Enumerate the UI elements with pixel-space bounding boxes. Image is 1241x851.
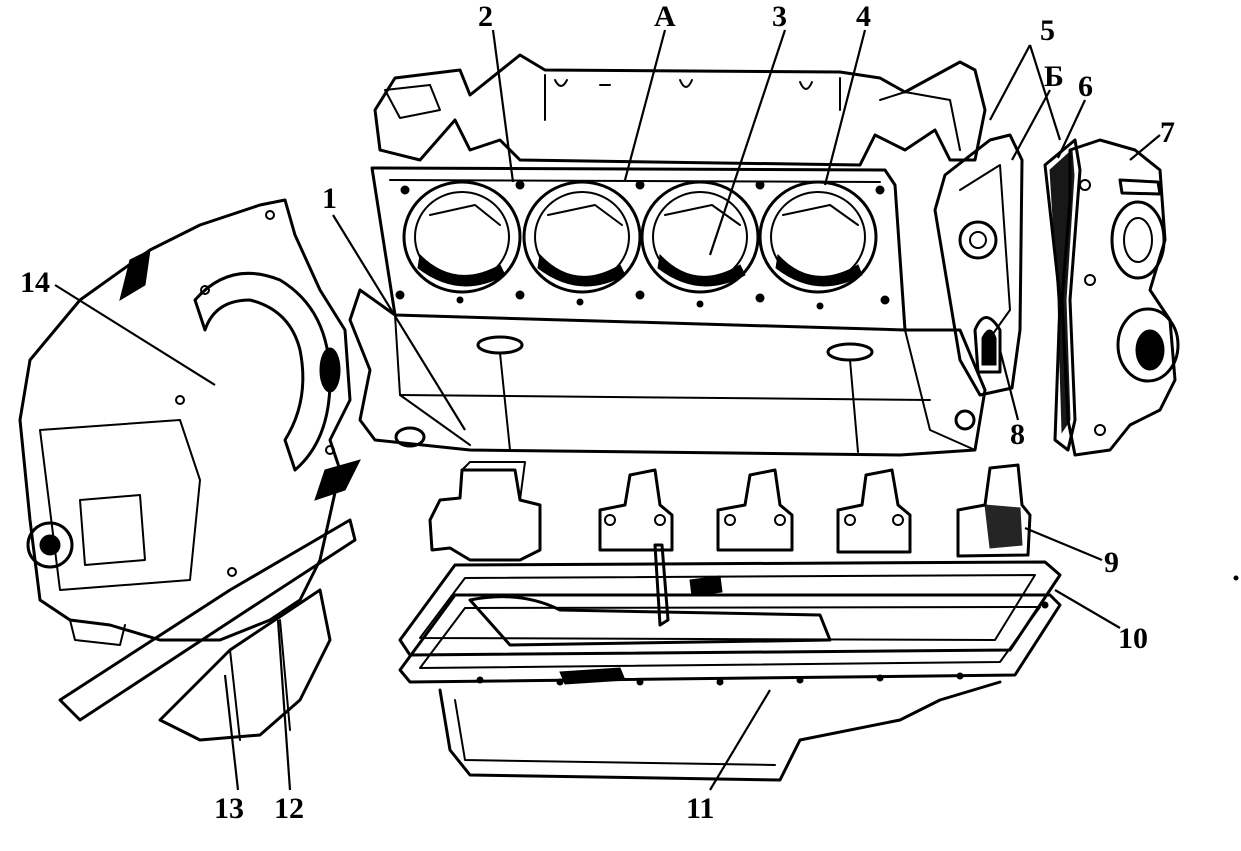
- callout-5: 5: [1040, 14, 1055, 47]
- callout-A: А: [654, 0, 676, 33]
- callout-4: 4: [856, 0, 871, 33]
- leader-5a: [989, 44, 1031, 121]
- callout-6: 6: [1078, 70, 1093, 103]
- leader-12: [276, 619, 292, 791]
- callout-2: 2: [478, 0, 493, 33]
- leader-2: [491, 29, 515, 183]
- cylinder-block: [348, 53, 987, 457]
- oil-pan-bolt-holes: [476, 601, 1049, 686]
- callout-labels: 1 2 А 3 4 5 Б 6 7 8 9 10 11 12 13 14: [20, 0, 1175, 825]
- callout-10: 10: [1118, 622, 1148, 655]
- callout-7: 7: [1160, 116, 1175, 149]
- callout-8: 8: [1010, 418, 1025, 451]
- head-bolt-holes: [395, 180, 890, 310]
- leader-lines: [54, 29, 1161, 791]
- flywheel-housing: [18, 198, 352, 646]
- leader-B: [1011, 89, 1051, 161]
- leader-10: [1054, 589, 1121, 629]
- cylinder-bore-4: [758, 180, 878, 294]
- leader-5b: [1028, 44, 1062, 141]
- timing-cover: [1060, 138, 1180, 457]
- leader-13: [223, 674, 240, 791]
- callout-11: 11: [686, 792, 714, 825]
- housing-lower-cover: [58, 459, 361, 742]
- front-plate: [933, 133, 1024, 397]
- leader-9: [1024, 526, 1103, 562]
- callout-14: 14: [20, 266, 50, 299]
- cylinder-bore-3: [640, 180, 760, 294]
- leader-A: [623, 29, 667, 181]
- callout-12: 12: [274, 792, 304, 825]
- callout-9: 9: [1104, 546, 1119, 579]
- cylinder-bore-2: [522, 180, 642, 294]
- leader-11: [709, 689, 771, 791]
- callout-13: 13: [214, 792, 244, 825]
- leader-1: [332, 214, 466, 431]
- leader-6: [1057, 99, 1086, 159]
- cylinder-bore-1: [402, 180, 522, 294]
- leader-14: [54, 284, 216, 386]
- leader-4: [823, 29, 867, 186]
- leader-7: [1129, 134, 1161, 161]
- callout-3: 3: [772, 0, 787, 33]
- callout-1: 1: [322, 182, 337, 215]
- main-bearing-caps: [428, 461, 1032, 627]
- leader-8: [998, 349, 1020, 421]
- oil-pan: [398, 575, 1062, 782]
- callout-B: Б: [1044, 60, 1064, 93]
- leader-3: [708, 29, 787, 256]
